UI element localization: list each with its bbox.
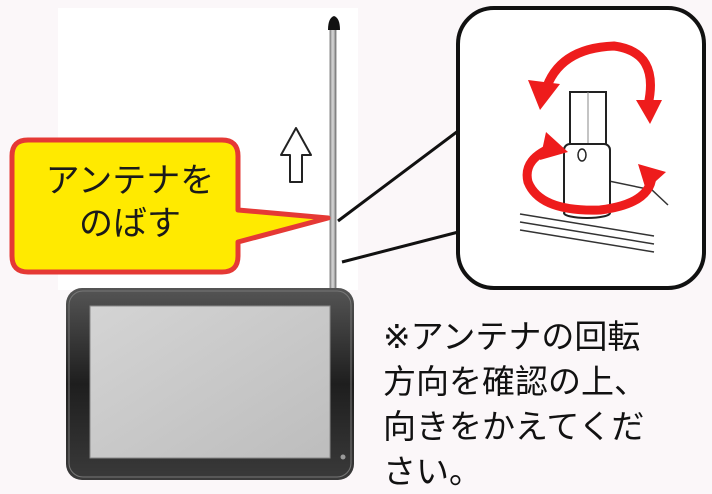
- rotation-arrowheads: [528, 80, 666, 190]
- rotation-arrows-icon: [522, 41, 657, 215]
- zoom-connector: [337, 126, 475, 264]
- tv-device: [66, 288, 354, 480]
- tv-screen: [89, 305, 331, 459]
- note-line-1: ※アンテナの回転: [383, 317, 641, 356]
- note-line-4: さい。: [383, 452, 482, 491]
- callout-line-1: アンテナを: [45, 161, 215, 201]
- up-arrow-icon: [280, 127, 312, 183]
- note-line-3: 向きをかえてくだ: [383, 407, 645, 446]
- callout-bubble: [9, 137, 331, 275]
- callout-label: アンテナを のばす: [24, 160, 236, 246]
- rotation-note: ※アンテナの回転 方向を確認の上、 向きをかえてくだ さい。: [383, 314, 712, 494]
- antenna-diagram: [9, 6, 706, 480]
- callout-line-2: のばす: [79, 204, 181, 244]
- note-line-2: 方向を確認の上、: [383, 362, 647, 401]
